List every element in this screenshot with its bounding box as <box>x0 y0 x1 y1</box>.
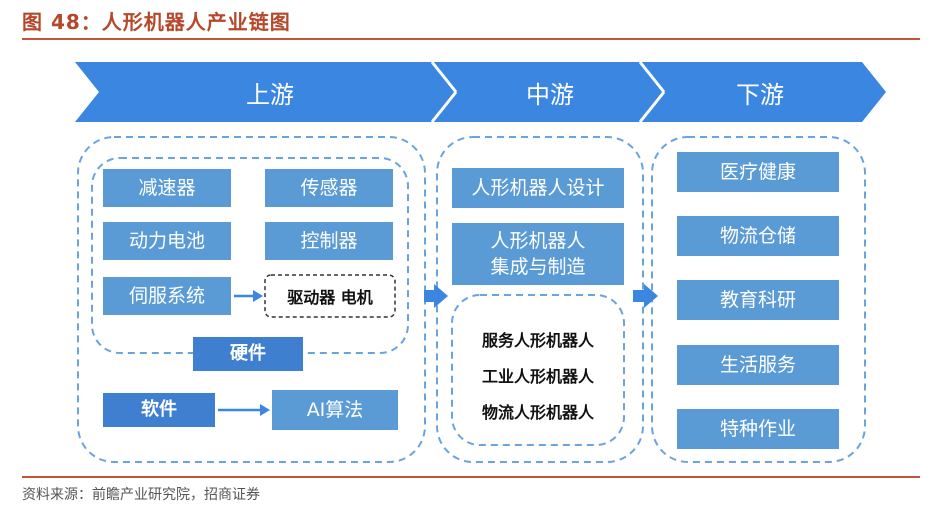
application-special-operations: 特种作业 <box>677 409 839 449</box>
component-servo: 伺服系统 <box>103 277 231 315</box>
stage-arrow-downstream <box>640 62 886 122</box>
title-rule <box>22 38 920 40</box>
application-logistics: 物流仓储 <box>677 216 839 256</box>
robot-types-container <box>451 294 625 446</box>
stage-label-midstream: 中游 <box>526 80 574 109</box>
stage-arrow-midstream <box>432 62 664 122</box>
servo-to-driver-arrow <box>234 290 263 302</box>
source-note: 资料来源：前瞻产业研究院，招商证券 <box>22 487 260 503</box>
ai-algorithm-box: AI算法 <box>272 390 398 430</box>
software-to-ai-arrow <box>218 404 270 416</box>
upstream-to-midstream-arrow <box>424 284 448 308</box>
robot-integration-box: 人形机器人 集成与制造 <box>452 223 624 285</box>
midstream-to-downstream-arrow <box>633 284 658 308</box>
robot-design-box: 人形机器人设计 <box>452 168 624 208</box>
driver-motor-label: 驱动器 电机 <box>287 288 373 307</box>
driver-motor-box <box>264 274 396 318</box>
figure-title: 图 48：人形机器人产业链图 <box>22 10 291 34</box>
component-battery: 动力电池 <box>103 222 231 260</box>
application-education: 教育科研 <box>677 280 839 320</box>
robot-type-industrial: 工业人形机器人 <box>481 367 594 386</box>
robot-type-service: 服务人形机器人 <box>481 331 594 350</box>
component-reducer: 减速器 <box>103 169 231 207</box>
stage-label-downstream: 下游 <box>736 80 784 109</box>
robot-type-logistics: 物流人形机器人 <box>481 403 594 422</box>
component-controller: 控制器 <box>265 222 393 260</box>
stage-label-upstream: 上游 <box>246 80 294 109</box>
stage-arrow-upstream <box>75 62 456 122</box>
application-healthcare: 医疗健康 <box>677 152 839 192</box>
software-label: 软件 <box>103 393 215 427</box>
application-daily-services: 生活服务 <box>677 345 839 385</box>
hardware-label: 硬件 <box>193 337 303 371</box>
footer-rule <box>22 476 920 478</box>
component-sensor: 传感器 <box>265 169 393 207</box>
